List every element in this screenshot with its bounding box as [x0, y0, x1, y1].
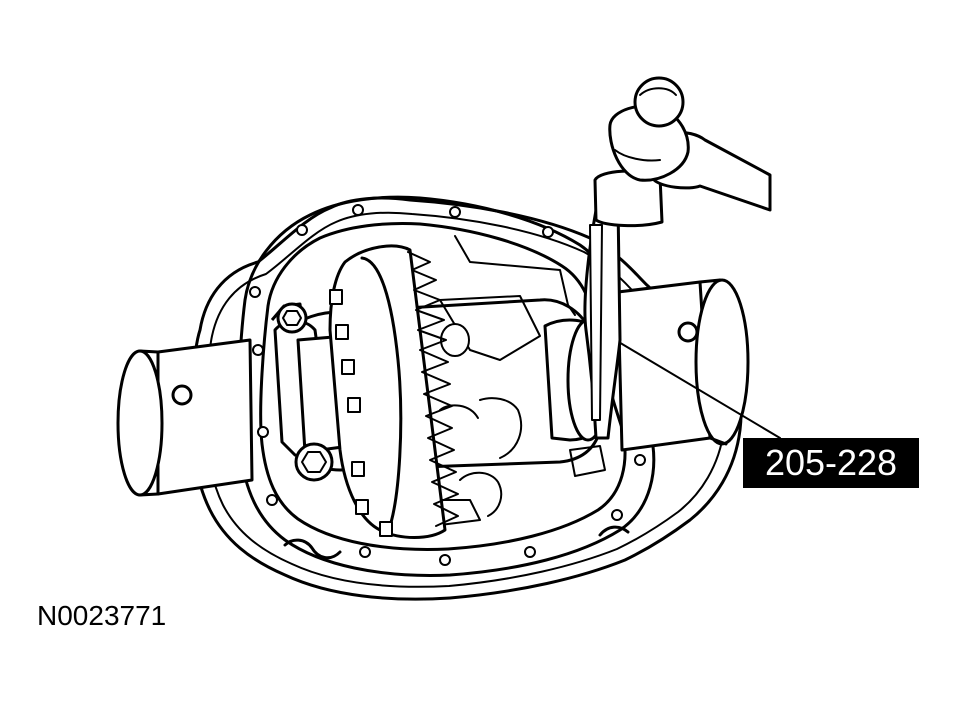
hammer [608, 76, 772, 212]
right-axle-tube [616, 278, 750, 452]
ring-gear [328, 244, 459, 539]
left-cap-bolt-bottom [294, 442, 334, 482]
tool-number-label: 205-228 [743, 438, 919, 488]
flange-bolt-holes [249, 204, 646, 566]
left-axle-tube [116, 338, 254, 497]
figure-id-label: N0023771 [37, 600, 167, 631]
left-cap-bolt-top [276, 302, 308, 334]
tool-leader-line [611, 337, 781, 439]
cover-flange [236, 195, 656, 577]
spreader-tool [583, 169, 664, 440]
